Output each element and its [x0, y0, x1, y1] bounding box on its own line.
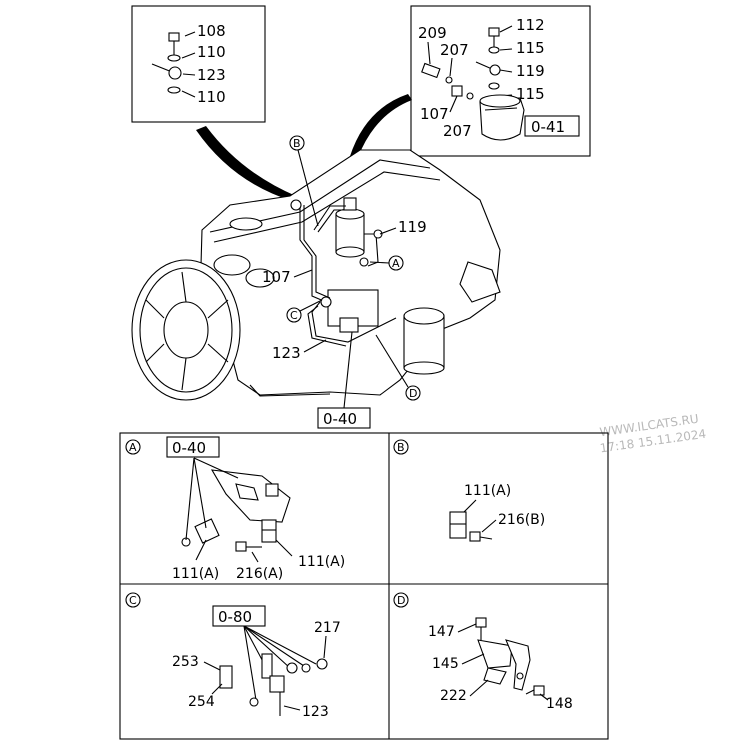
svg-text:D: D — [409, 387, 417, 400]
label-254: 254 — [188, 694, 215, 710]
svg-text:A: A — [392, 257, 400, 270]
callout-c — [286, 307, 302, 323]
fitting-icon — [261, 653, 285, 716]
panel-b-letter — [393, 439, 409, 455]
detail-box-top-left: 108 110 123 110 — [131, 5, 266, 123]
label-216b: 216(B) — [498, 512, 545, 528]
bolt-icon — [235, 541, 262, 552]
label-110: 110 — [197, 88, 226, 106]
washer-icon — [466, 92, 474, 100]
label-209: 209 — [418, 24, 447, 42]
label-147: 147 — [428, 624, 455, 640]
sleeve-icon — [219, 665, 233, 689]
washer-icon — [167, 54, 181, 62]
label-148: 148 — [546, 696, 573, 712]
panel-a-letter — [125, 439, 141, 455]
bracket-icon — [477, 639, 513, 685]
ref-box-0-40 — [166, 436, 220, 458]
ref-0-40: 0-40 — [323, 410, 357, 428]
detail-box-top-right: 209 207 112 115 119 115 107 207 — [410, 5, 591, 157]
svg-text:C: C — [129, 594, 137, 607]
label-110: 110 — [197, 43, 226, 61]
fuel-filter-icon — [335, 197, 365, 258]
washer-icon — [316, 658, 328, 670]
callout-d — [405, 385, 421, 401]
label-216a: 216(A) — [236, 566, 283, 582]
bolt-icon — [525, 685, 545, 696]
panel-d: D 147 145 222 148 — [393, 592, 573, 712]
label-123: 123 — [197, 66, 226, 84]
pointer-arrow — [196, 126, 296, 201]
panel-b: B 111(A) 216(B) — [393, 439, 545, 542]
engine-illustration — [131, 149, 501, 401]
ref-box-0-41 — [524, 115, 580, 137]
ref-0-40: 0-40 — [172, 439, 206, 457]
callout-b — [289, 135, 305, 151]
washer-icon — [301, 663, 311, 673]
svg-text:A: A — [129, 441, 137, 454]
panel-d-letter — [393, 592, 409, 608]
label-107: 107 — [262, 268, 291, 286]
bolt-icon — [475, 617, 487, 640]
label-111a: 111(A) — [464, 483, 511, 499]
label-107: 107 — [420, 105, 449, 123]
label-119: 119 — [398, 218, 427, 236]
bolt-icon — [168, 32, 180, 56]
detail-panels-grid — [119, 432, 609, 740]
panel-c-letter — [125, 592, 141, 608]
label-112: 112 — [516, 16, 545, 34]
washer-icon — [488, 82, 500, 90]
svg-text:B: B — [397, 441, 405, 454]
clip-icon — [449, 511, 467, 539]
label-123: 123 — [302, 704, 329, 720]
bolt-icon — [469, 531, 493, 542]
fuel-filter-icon — [479, 94, 525, 141]
bracket-icon — [261, 519, 277, 543]
main-view-callouts: B A C D 119 107 123 0-40 — [262, 135, 427, 429]
banjo-fitting-icon — [475, 61, 501, 76]
label-115: 115 — [516, 39, 545, 57]
watermark: WWW.ILCATS.RU 17:18 15.11.2024 — [599, 412, 707, 456]
label-207: 207 — [443, 122, 472, 140]
panel-c: C 0-80 217 253 254 123 — [125, 592, 341, 720]
label-119: 119 — [516, 62, 545, 80]
ref-box-0-80 — [212, 605, 266, 627]
oil-filter-icon — [403, 307, 445, 375]
banjo-fitting-icon — [151, 63, 182, 80]
washer-icon — [167, 86, 181, 94]
label-111a: 111(A) — [298, 554, 345, 570]
washer-icon — [286, 662, 298, 674]
label-123: 123 — [272, 344, 301, 362]
bolt-icon — [488, 27, 500, 48]
ref-0-80: 0-80 — [218, 608, 252, 626]
label-253: 253 — [172, 654, 199, 670]
panel-a: A 0-40 111(A) 216(A) 111(A) — [125, 436, 345, 582]
plate-icon — [505, 639, 531, 691]
pipe-fitting-icon — [449, 85, 463, 113]
label-145: 145 — [432, 656, 459, 672]
label-207: 207 — [440, 41, 469, 59]
label-222: 222 — [440, 688, 467, 704]
washer-icon — [445, 76, 453, 84]
connector-bolt-icon — [421, 62, 441, 79]
label-111a: 111(A) — [172, 566, 219, 582]
ref-0-41: 0-41 — [531, 118, 565, 136]
svg-text:C: C — [290, 309, 298, 322]
label-108: 108 — [197, 22, 226, 40]
label-217: 217 — [314, 620, 341, 636]
label-115: 115 — [516, 85, 545, 103]
washer-icon — [488, 46, 500, 54]
clip-icon — [194, 518, 220, 544]
svg-text:D: D — [397, 594, 405, 607]
svg-text:B: B — [293, 137, 301, 150]
